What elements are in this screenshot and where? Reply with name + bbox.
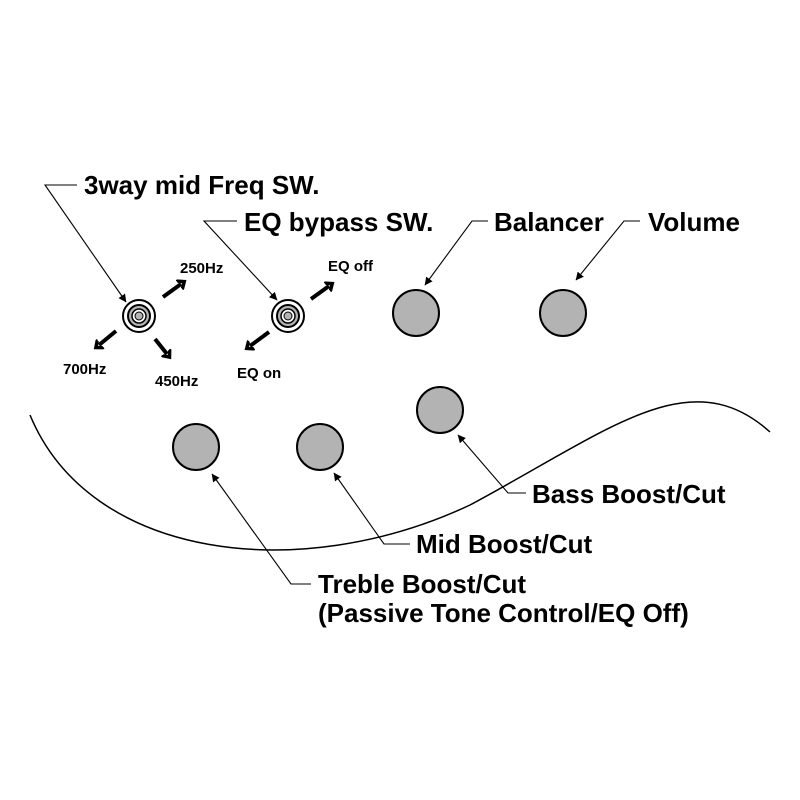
mid-freq-leader	[43, 184, 127, 303]
volume-label: Volume	[648, 207, 740, 237]
bass-leader	[457, 434, 526, 494]
balancer-label: Balancer	[494, 207, 604, 237]
balancer-knob[interactable]	[392, 289, 440, 337]
mid-freq-switch[interactable]	[122, 299, 156, 333]
eq-bypass-switch[interactable]	[271, 299, 305, 333]
volume-knob[interactable]	[539, 289, 587, 337]
mid-freq-700hz-label: 700Hz	[63, 361, 106, 378]
mid-freq-switch-label: 3way mid Freq SW.	[84, 170, 320, 200]
eq-off-arrow	[309, 286, 329, 301]
treble-label-line1: Treble Boost/Cut	[318, 569, 526, 599]
eq-on-label: EQ on	[237, 365, 281, 382]
bass-label: Bass Boost/Cut	[532, 479, 726, 509]
treble-knob[interactable]	[172, 423, 220, 471]
balancer-leader	[424, 220, 488, 286]
eq-bypass-leader	[202, 220, 278, 301]
mid-freq-up-arrow	[161, 284, 181, 299]
eq-bypass-switch-label: EQ bypass SW.	[244, 207, 433, 237]
mid-freq-450hz-label: 450Hz	[155, 373, 198, 390]
mid-label: Mid Boost/Cut	[416, 529, 593, 559]
mid-freq-250hz-label: 250Hz	[180, 260, 223, 277]
bass-knob[interactable]	[416, 386, 464, 434]
volume-leader	[575, 220, 640, 281]
treble-leader	[211, 473, 311, 585]
body-outline-curve	[29, 401, 771, 551]
mid-freq-down-arrow	[153, 337, 167, 354]
mid-freq-left-arrow	[99, 329, 118, 345]
mid-knob[interactable]	[296, 423, 344, 471]
mid-leader	[333, 472, 410, 545]
treble-label-line2: (Passive Tone Control/EQ Off)	[318, 598, 689, 628]
eq-on-arrow	[250, 330, 271, 346]
eq-off-label: EQ off	[328, 258, 374, 275]
